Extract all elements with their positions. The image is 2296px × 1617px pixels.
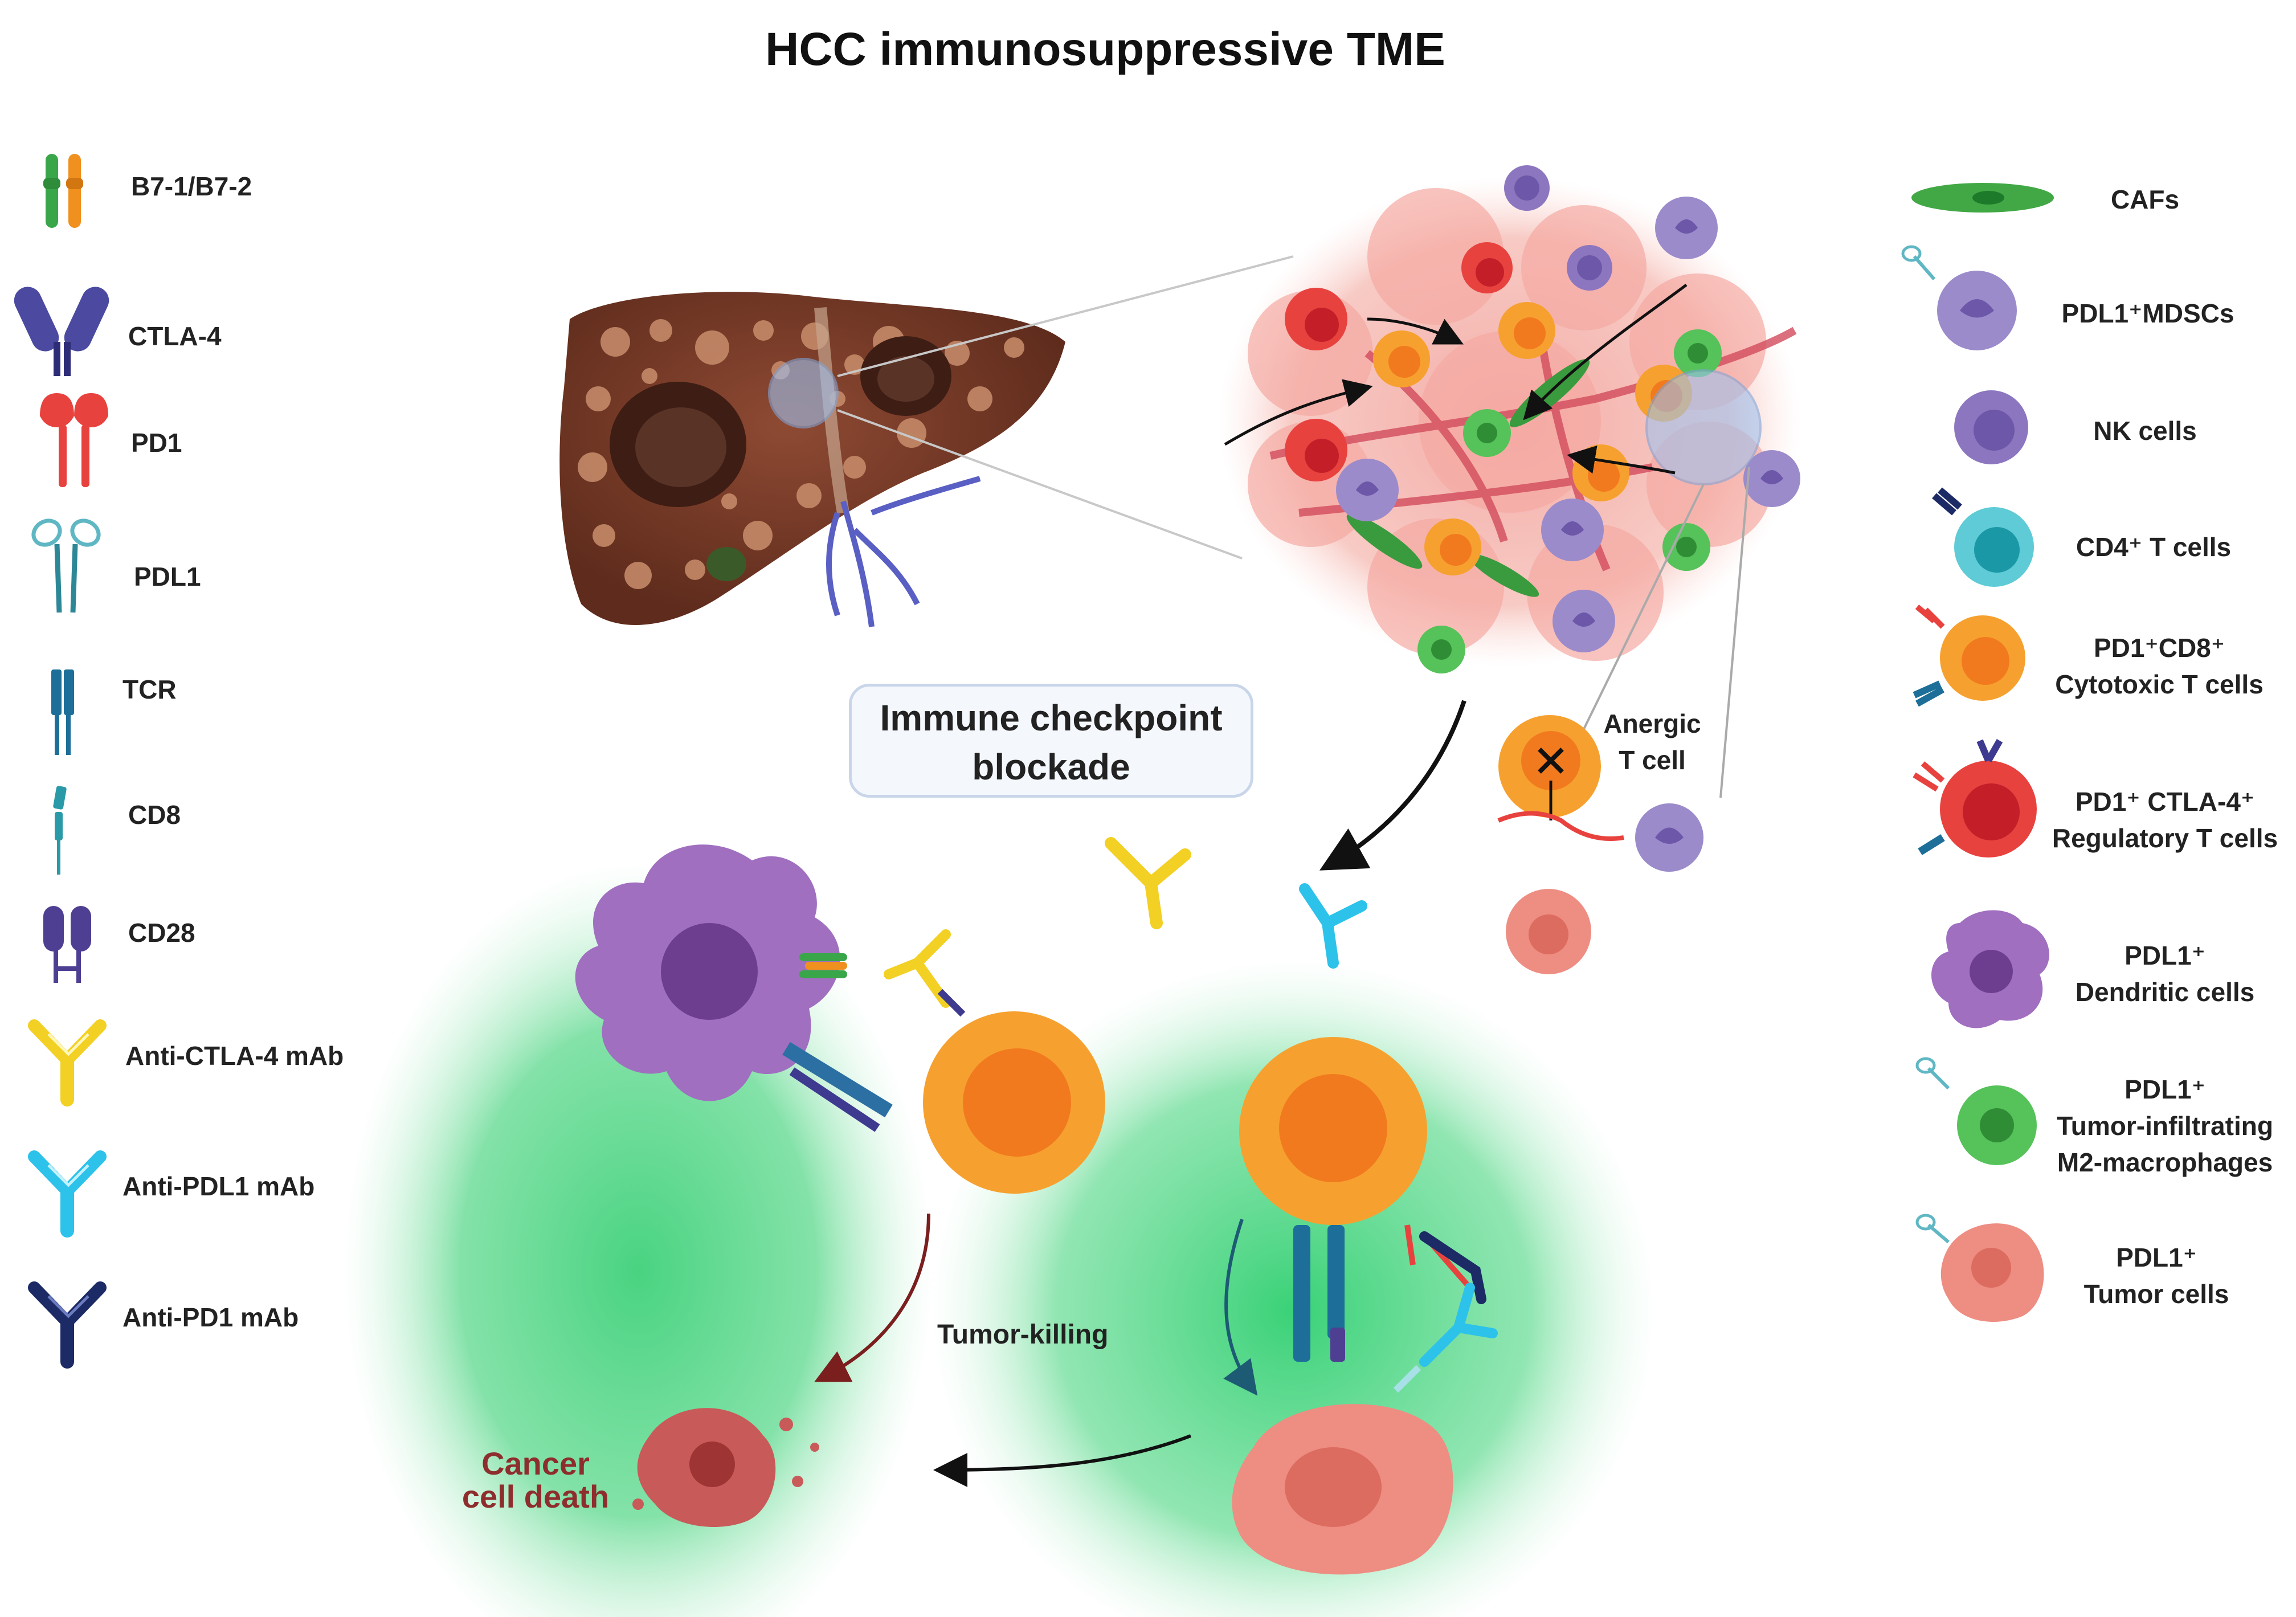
legend-line: M2-macrophages — [2057, 1148, 2273, 1177]
legend-label-pd1: PD1 — [131, 428, 182, 458]
legend-label-tcr: TCR — [122, 675, 177, 704]
anti-ctla4-antibody-icon — [28, 1019, 107, 1106]
dendritic-cell — [575, 844, 893, 1132]
legend-line: Tumor cells — [2083, 1279, 2229, 1309]
legend-line: PDL1⁺ — [2116, 1243, 2197, 1272]
checkpoint-blockade-callout: Immune checkpoint blockade — [849, 684, 1253, 798]
t-cell-right — [1239, 1037, 1498, 1393]
legend-label-cd28: CD28 — [128, 918, 195, 948]
legend-label-cafs: CAFs — [2074, 181, 2216, 218]
tcr-icon — [51, 669, 74, 755]
legend-label-regulatory: PD1⁺ CTLA-4⁺ Regulatory T cells — [2040, 783, 2290, 856]
legend-label-mdscs: PDL1⁺MDSCs — [2045, 295, 2250, 332]
t-cell-left — [884, 929, 1105, 1194]
legend-label-b7: B7-1/B7-2 — [131, 172, 252, 201]
legend-line: PD1⁺ CTLA-4⁺ — [2075, 787, 2255, 816]
legend-line: CD4⁺ T cells — [2076, 532, 2232, 562]
tumor-microenvironment — [1219, 165, 1800, 871]
cytotoxic-t-cell-icon — [1913, 605, 2025, 707]
legend-label-ctla4: CTLA-4 — [128, 321, 222, 351]
legend-label-anti-pdl1: Anti-PDL1 mAb — [122, 1171, 315, 1201]
legend-label-pdl1: PDL1 — [134, 562, 201, 591]
cd4-t-cell-icon — [1932, 487, 2034, 587]
pd1-receptor-icon — [40, 393, 108, 487]
legend-line: PDL1⁺MDSCs — [2061, 299, 2234, 328]
legend-line: Tumor-infiltrating — [2057, 1111, 2273, 1141]
anergic-line: Anergic — [1603, 709, 1701, 738]
callout-line: Immune checkpoint — [880, 697, 1223, 738]
legend-label-cytotoxic: PD1⁺CD8⁺ Cytotoxic T cells — [2040, 630, 2279, 703]
caf-cell-icon — [1911, 183, 2054, 213]
tumor-cell-icon — [1915, 1214, 2044, 1322]
legend-line: PDL1⁺ — [2125, 1075, 2205, 1104]
anti-pdl1-antibody-icon — [28, 1150, 107, 1238]
legend-label-dendritic: PDL1⁺ Dendritic cells — [2051, 937, 2279, 1010]
regulatory-t-cell-icon — [1913, 739, 2037, 858]
anti-pdl1-floating — [1299, 883, 1367, 969]
anergic-t-cell-label: Anergic T cell — [1590, 705, 1715, 778]
tumor-cell-target — [1232, 1404, 1453, 1575]
m2-macrophage-icon — [1915, 1057, 2037, 1165]
legend-line: PD1⁺CD8⁺ — [2093, 633, 2225, 663]
anergic-line: T cell — [1619, 745, 1686, 775]
cd28-icon — [43, 906, 91, 983]
death-line: Cancer — [481, 1446, 590, 1481]
mdsc-cell-icon — [1901, 245, 2017, 350]
liver-illustration — [559, 255, 1294, 627]
legend-line: PDL1⁺ — [2125, 941, 2205, 970]
anti-ctla4-floating — [1105, 837, 1191, 929]
legend-label-anti-pd1: Anti-PD1 mAb — [122, 1302, 299, 1332]
death-line: cell death — [461, 1479, 610, 1514]
nk-cell-icon — [1954, 390, 2028, 464]
legend-line: CAFs — [2110, 185, 2180, 214]
callout-line: blockade — [972, 746, 1130, 787]
legend-line: Cytotoxic T cells — [2055, 669, 2264, 699]
anergic-t-cell — [1497, 715, 1703, 974]
legend-label-nk-cells: NK cells — [2062, 413, 2228, 449]
b7-icon — [43, 154, 83, 228]
legend-line: Regulatory T cells — [2052, 823, 2278, 853]
legend-label-cd4: CD4⁺ T cells — [2051, 529, 2256, 565]
legend-line: Dendritic cells — [2075, 977, 2255, 1007]
legend-label-tumor-cells: PDL1⁺ Tumor cells — [2062, 1239, 2250, 1312]
pdl1-ligand-icon — [31, 518, 101, 613]
legend-label-m2: PDL1⁺ Tumor-infiltrating M2-macrophages — [2040, 1071, 2290, 1181]
ctla4-receptor-icon — [14, 287, 109, 376]
dying-cancer-cell — [632, 1408, 819, 1527]
legend-line: NK cells — [2093, 416, 2197, 446]
tumor-killing-label: Tumor-killing — [937, 1320, 1109, 1350]
figure-title: HCC immunosuppressive TME — [765, 23, 1445, 75]
legend-label-anti-ctla4: Anti-CTLA-4 mAb — [125, 1041, 344, 1071]
anti-pd1-antibody-icon — [28, 1281, 107, 1369]
cd8-icon — [53, 786, 67, 875]
dendritic-cell-icon — [1931, 910, 2049, 1028]
cancer-cell-death-label: Cancer cell death — [450, 1447, 621, 1513]
legend-label-cd8: CD8 — [128, 800, 181, 830]
